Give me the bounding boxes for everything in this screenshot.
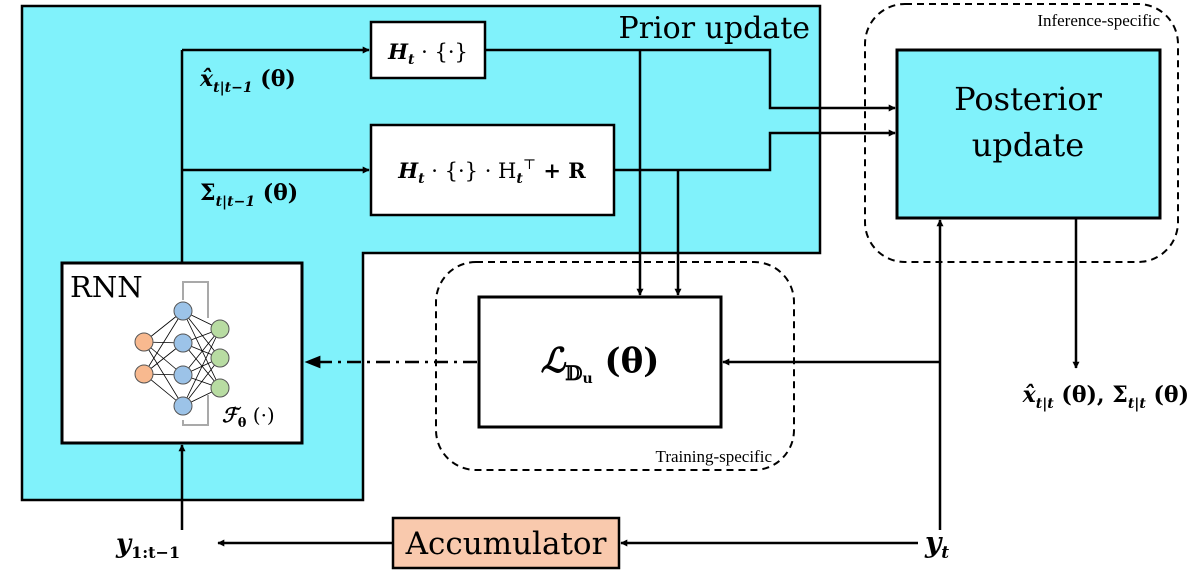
- nn-output-node: [210, 319, 230, 339]
- f-theta-label: ℱθ (·): [222, 403, 275, 431]
- nn-edge: [143, 310, 184, 375]
- sigma-prior-label: Σt|t−1 (θ): [200, 180, 298, 210]
- prior-update-label: Prior update: [619, 11, 810, 46]
- cov-to-posterior-arrow: [614, 129, 896, 172]
- mean-to-posterior-arrow: [485, 48, 896, 112]
- nn-edge: [182, 310, 221, 359]
- recurrent-loop-top: [182, 281, 209, 318]
- training-specific-label: Training-specific: [656, 447, 773, 466]
- recurrent-loop-bottom: [182, 395, 209, 426]
- training-specific-region: [435, 261, 795, 471]
- y-history-label: y1:t−1: [115, 529, 180, 562]
- accumulator-box[interactable]: [391, 516, 621, 570]
- neural-network-icon: [134, 281, 230, 426]
- observation-mean-label: Ht · {·}: [387, 39, 468, 68]
- nn-edge: [182, 328, 221, 407]
- nn-output-node: [210, 378, 230, 398]
- loss-box[interactable]: [477, 295, 723, 429]
- inference-specific-region: [864, 3, 1179, 263]
- posterior-output-label: x̂t|t (θ), Σt|t (θ): [1022, 382, 1189, 412]
- nn-edge: [182, 310, 221, 389]
- inference-specific-label: Inference-specific: [1037, 11, 1160, 30]
- posterior-update-line2: update: [972, 126, 1084, 164]
- nn-hidden-node: [173, 301, 193, 321]
- posterior-update-box[interactable]: [895, 48, 1162, 220]
- nn-edge: [143, 341, 184, 407]
- nn-input-node: [134, 364, 154, 384]
- nn-hidden-node: [173, 365, 193, 385]
- nn-output-node: [210, 348, 230, 368]
- nn-hidden-node: [173, 396, 193, 416]
- nn-edge: [182, 342, 221, 389]
- rnn-label: RNN: [70, 270, 143, 304]
- x-prior-label: x̂t|t−1 (θ): [199, 66, 296, 96]
- loss-label: ℒ𝔻u (θ): [541, 341, 660, 387]
- observation-mean-box[interactable]: [369, 20, 487, 80]
- nn-input-node: [134, 332, 154, 352]
- nn-edge: [182, 357, 221, 407]
- accumulator-label: Accumulator: [405, 526, 607, 562]
- nn-hidden-node: [173, 333, 193, 353]
- y-t-label: yt: [924, 526, 949, 563]
- observation-covariance-label: Ht · {·} · Ht⊤ + R: [397, 157, 586, 187]
- nn-edge: [182, 328, 221, 376]
- posterior-update-line1: Posterior: [954, 80, 1103, 118]
- observation-covariance-box[interactable]: [369, 123, 616, 217]
